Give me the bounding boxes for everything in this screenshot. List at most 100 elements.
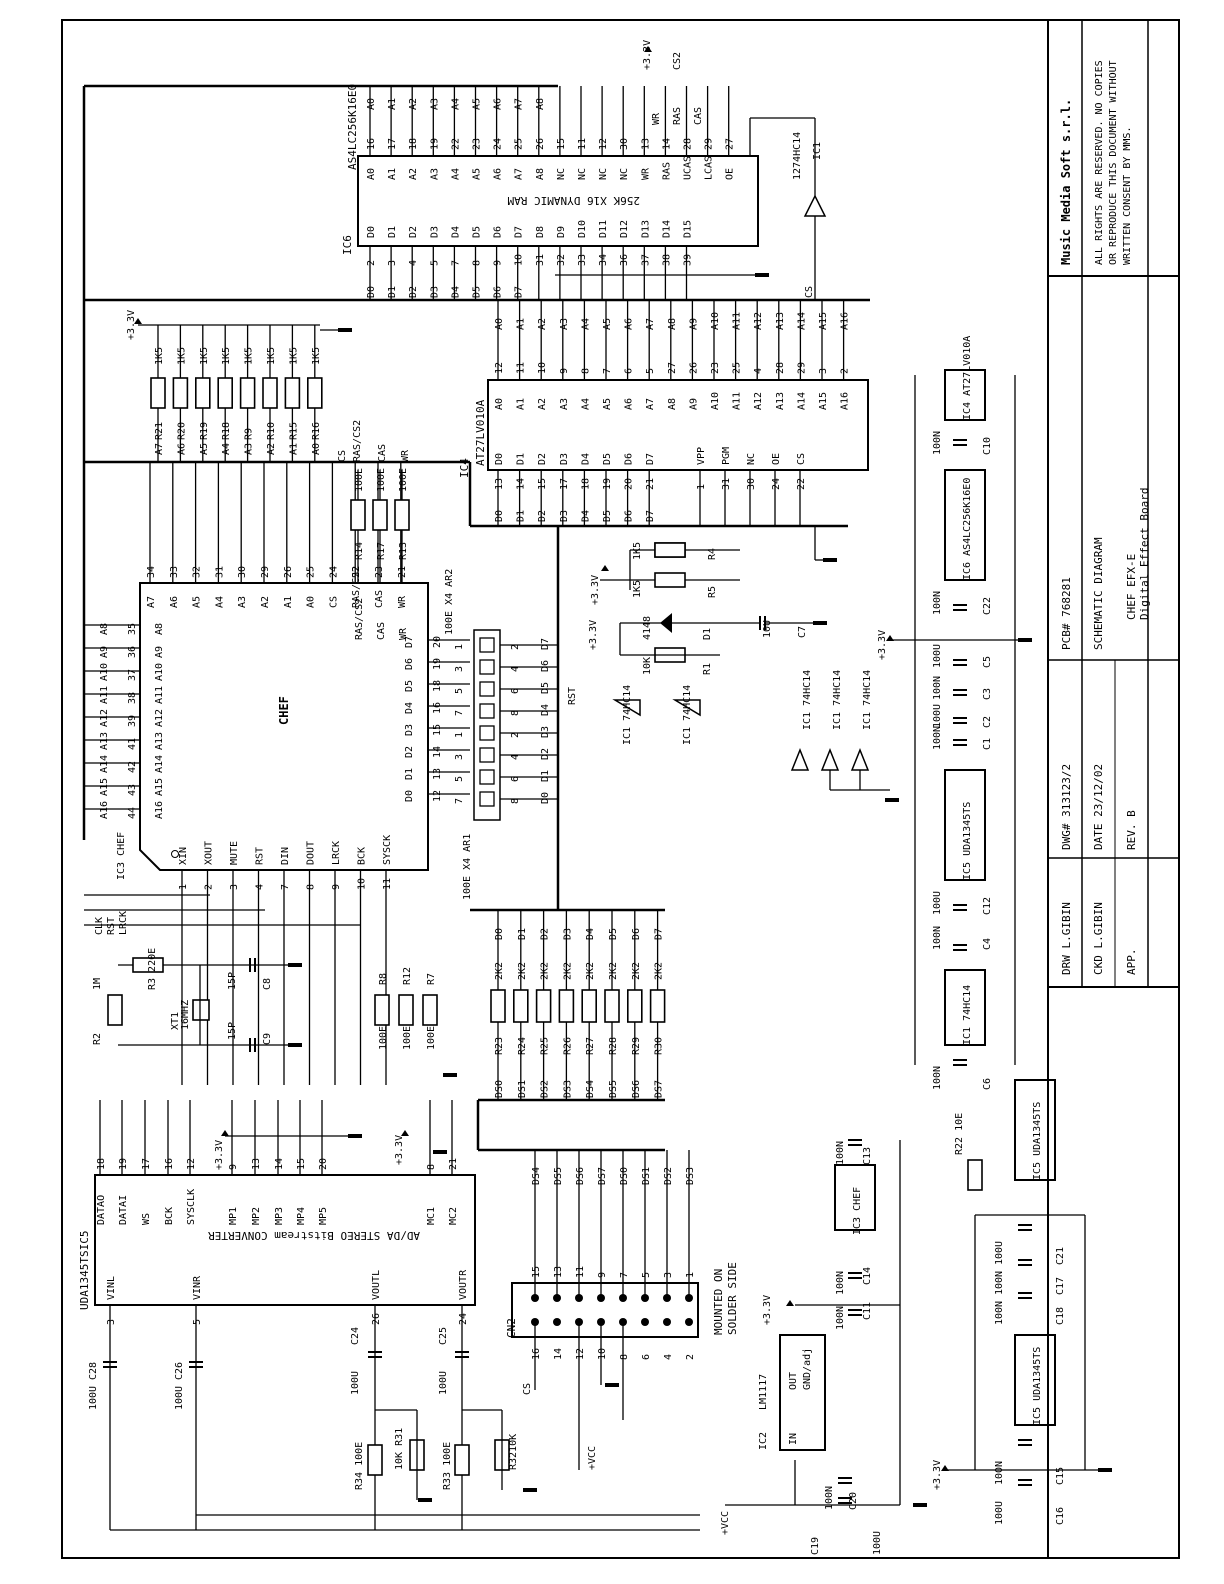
- ram-addr-pin-num: 14: [661, 138, 672, 150]
- project-subtitle: Digital Effect Board: [1138, 488, 1151, 620]
- cs-net: CS: [337, 450, 348, 462]
- pullup-net: A3: [244, 443, 255, 455]
- rom-data-net: D5: [602, 510, 613, 522]
- rom-addr-pin-name: A14: [796, 392, 807, 410]
- ar2-label: 100E X4 AR2: [444, 569, 455, 635]
- rom-data-pin-name: D3: [559, 453, 570, 465]
- chef-bottom-pin-name: SYSCK: [382, 835, 393, 865]
- ic1-spare-inverter: [850, 747, 870, 771]
- c18-ref: C18: [1055, 1307, 1066, 1325]
- chef-bottom-pin-num: 10: [357, 878, 368, 890]
- chef-left-net: A11: [99, 686, 110, 704]
- ram-data-pin-name: D12: [619, 220, 630, 238]
- ram-ground: [755, 273, 769, 277]
- codec-bottom-pin-name: VOUTL: [371, 1270, 382, 1300]
- chef-addr-pin-name: A2: [260, 596, 271, 608]
- chef-left-net: A10: [99, 663, 110, 681]
- ram-addr-pin-name: A4: [450, 168, 461, 180]
- codec-top-pin-num: 9: [228, 1164, 239, 1170]
- ar-pin-a: 5: [454, 688, 465, 694]
- rom-data-net: D4: [580, 510, 591, 522]
- ctrl-resistor: [372, 499, 388, 531]
- chef-left-pin-name: A11: [154, 686, 165, 704]
- rom-data-net: D6: [624, 510, 635, 522]
- wr-net: WR: [400, 449, 411, 462]
- ar1-label: 100E X4 AR1: [462, 834, 473, 900]
- chef-bottom-pin-name: XIN: [178, 847, 189, 865]
- ram-addr-pin-num: 28: [683, 138, 694, 150]
- cn2-pin-num: 16: [531, 1348, 542, 1360]
- pullup-resistor: [195, 377, 211, 409]
- chef-left-net: A9: [99, 646, 110, 658]
- c11-ref: C11: [862, 1302, 873, 1320]
- rom-addr-pin-num: 5: [645, 368, 656, 374]
- c8-value: 15P: [227, 972, 238, 990]
- rom-data-pin-name: D5: [602, 453, 613, 465]
- ar-pin-a: 7: [454, 710, 465, 716]
- pullup-resistor: [217, 377, 233, 409]
- ram-data-pin-num: 39: [683, 254, 694, 266]
- ram-data-pin-name: D2: [408, 226, 419, 238]
- ar-element: [479, 703, 495, 719]
- r32-label: R3210K: [508, 1434, 519, 1470]
- rom-addr-pin-num: 28: [775, 362, 786, 374]
- chef-bottom-pin-num: 7: [280, 884, 291, 890]
- right-ground: [1018, 638, 1032, 642]
- ram-addr-pin-num: 19: [429, 138, 440, 150]
- cn2-pin-num: 13: [553, 1266, 564, 1278]
- ds-label: DS3: [562, 1080, 573, 1098]
- ram-top-net: A7: [514, 98, 525, 110]
- ram-addr-pin-name: A7: [514, 168, 525, 180]
- r34-label: R34 100E: [354, 1442, 365, 1490]
- cn2-pin-num: 11: [575, 1266, 586, 1278]
- bus-lines: [82, 84, 870, 1152]
- c13-value: 100N: [835, 1141, 846, 1165]
- rom-data-pin-name: CS: [796, 453, 807, 465]
- ds-ref: R25: [540, 1037, 551, 1055]
- pullup-ref: R19: [199, 422, 210, 440]
- dwg-number: DWG# 313123/2: [1060, 764, 1073, 850]
- cn2-pin-num: 3: [663, 1272, 674, 1278]
- rom-data-pin-num: 1: [696, 484, 707, 490]
- pullup-ref: R20: [176, 422, 187, 440]
- ram-addr-pin-name: NC: [577, 168, 588, 180]
- cn2-net: DS1: [641, 1167, 652, 1185]
- rom-addr-pin-name: A10: [710, 392, 721, 410]
- cn2-pin-num: 4: [663, 1354, 674, 1360]
- ds-resistor: [649, 989, 666, 1023]
- ds-net: D6: [631, 928, 642, 940]
- ram-data-pin-name: D9: [556, 226, 567, 238]
- ic5-codec-desc: AD/DA STEREO Bitstream CONVERTER: [208, 1229, 420, 1242]
- chef-bottom-pin-name: DOUT: [306, 841, 317, 865]
- codec-top-pin-num: 18: [96, 1158, 107, 1170]
- codec-top-pin-num: 8: [426, 1164, 437, 1170]
- cn2-pin-num: 1: [685, 1272, 696, 1278]
- ds-value: 2K2: [585, 962, 596, 980]
- ic2-out: OUT: [788, 1372, 799, 1390]
- ctrl-value: 100E: [354, 468, 365, 492]
- ram-data-pin-num: 7: [450, 260, 461, 266]
- ic5-codec-body: [94, 1174, 476, 1306]
- chef-left-net: A15: [99, 778, 110, 796]
- c10-value: 100N: [932, 431, 943, 455]
- pullup-value: 1K5: [311, 347, 322, 365]
- r12-body: [398, 994, 414, 1026]
- rom-addr-pin-num: 9: [559, 368, 570, 374]
- r4-value: 1K5: [632, 542, 643, 560]
- rom-addr-pin-num: 4: [753, 368, 764, 374]
- right-arrow: [886, 635, 894, 641]
- ram-addr-pin-num: 29: [704, 138, 715, 150]
- pullup-ref: R21: [154, 422, 165, 440]
- ctrl-net: WR: [398, 627, 409, 640]
- pullup-arrow: [134, 318, 142, 324]
- ds-label: DS7: [654, 1080, 665, 1098]
- lower-supply-label: +3.3V: [932, 1460, 943, 1490]
- codec-top-pin-num: 13: [251, 1158, 262, 1170]
- rom-addr-pin-name: A8: [667, 398, 678, 410]
- rom-data-pin-name: PGM: [721, 447, 732, 465]
- cn2-cs: CS: [522, 1383, 533, 1395]
- ram-addr-pin-num: 26: [535, 138, 546, 150]
- codec-supply: +3.3V: [214, 1140, 225, 1170]
- codec-top-pin-name: MP2: [251, 1207, 262, 1225]
- chef-data-pin-name: D4: [404, 702, 415, 714]
